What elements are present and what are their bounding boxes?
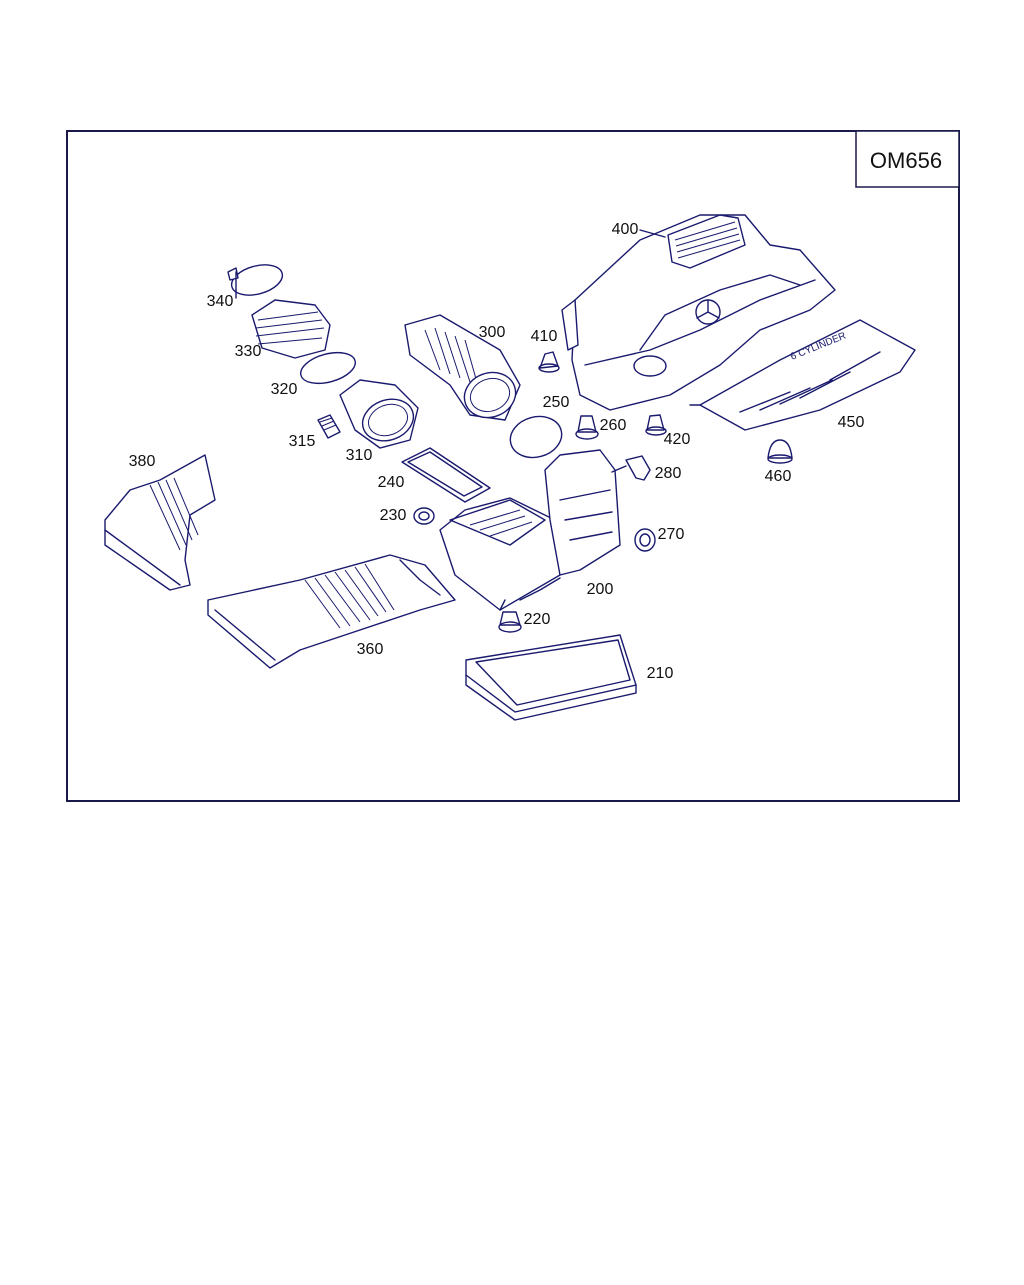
label-410: 410 — [531, 328, 558, 345]
bellows-330[interactable] — [251, 299, 331, 359]
intake-hose-300[interactable] — [404, 314, 522, 425]
label-450: 450 — [838, 414, 865, 431]
engine-cover-400[interactable] — [561, 214, 836, 411]
label-330: 330 — [235, 343, 262, 360]
label-230: 230 — [380, 507, 407, 524]
label-320: 320 — [271, 381, 298, 398]
label-420: 420 — [664, 431, 691, 448]
label-260: 260 — [600, 417, 627, 434]
grommet-220[interactable] — [498, 611, 522, 633]
grommet-410[interactable] — [538, 351, 560, 373]
label-400: 400 — [612, 221, 639, 238]
model-code: OM656 — [870, 148, 942, 173]
label-380: 380 — [129, 453, 156, 470]
label-315: 315 — [289, 433, 316, 450]
label-460: 460 — [765, 468, 792, 485]
air-filter-housing-200[interactable] — [439, 449, 621, 611]
label-220: 220 — [524, 611, 551, 628]
leader-lines — [235, 229, 666, 299]
diagram-border — [66, 130, 960, 802]
cap-460[interactable] — [767, 439, 793, 464]
label-300: 300 — [479, 324, 506, 341]
sensor-315[interactable] — [317, 414, 341, 439]
part-labels: 400 340 300 410 330 320 250 450 260 420 … — [129, 221, 865, 682]
intake-snorkel-380[interactable] — [104, 454, 216, 591]
filter-element-210[interactable] — [465, 634, 637, 721]
clamp-320[interactable] — [297, 347, 358, 389]
grommet-270[interactable] — [634, 528, 656, 552]
clamp-340[interactable] — [227, 260, 286, 301]
grommet-420[interactable] — [645, 414, 667, 436]
gasket-240[interactable] — [401, 447, 491, 503]
label-210: 210 — [647, 665, 674, 682]
label-250: 250 — [543, 394, 570, 411]
label-340: 340 — [207, 293, 234, 310]
model-code-box — [855, 130, 960, 188]
intake-duct-360[interactable] — [207, 554, 456, 669]
grommet-230[interactable] — [413, 507, 435, 525]
sensor-280[interactable] — [611, 455, 651, 481]
label-310: 310 — [346, 447, 373, 464]
seal-ring-250[interactable] — [506, 411, 567, 463]
label-280: 280 — [655, 465, 682, 482]
label-200: 200 — [587, 581, 614, 598]
air-flow-sensor-310[interactable] — [339, 379, 419, 449]
label-240: 240 — [378, 474, 405, 491]
label-360: 360 — [357, 641, 384, 658]
label-270: 270 — [658, 526, 685, 543]
grommet-260[interactable] — [575, 415, 599, 440]
